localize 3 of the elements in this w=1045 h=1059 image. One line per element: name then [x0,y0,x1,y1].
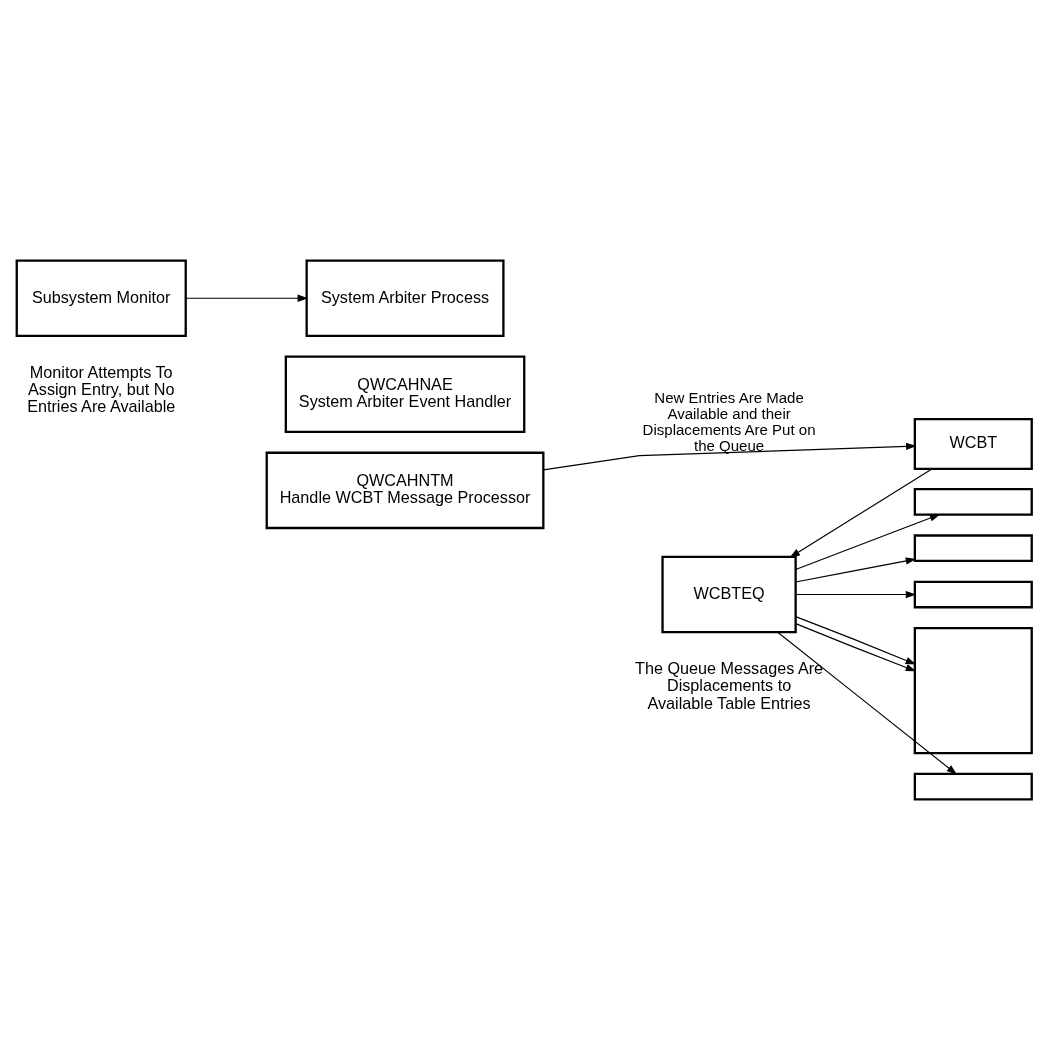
node-label: The Queue Messages Are Displacements to Available Table Entries [635,658,824,712]
edge-label: New Entries Are Made Available and their Displacements Are Put on the Queue [642,388,816,454]
node-label: Monitor Attempts To Assign Entry, but No Entries Are Available [27,362,176,415]
